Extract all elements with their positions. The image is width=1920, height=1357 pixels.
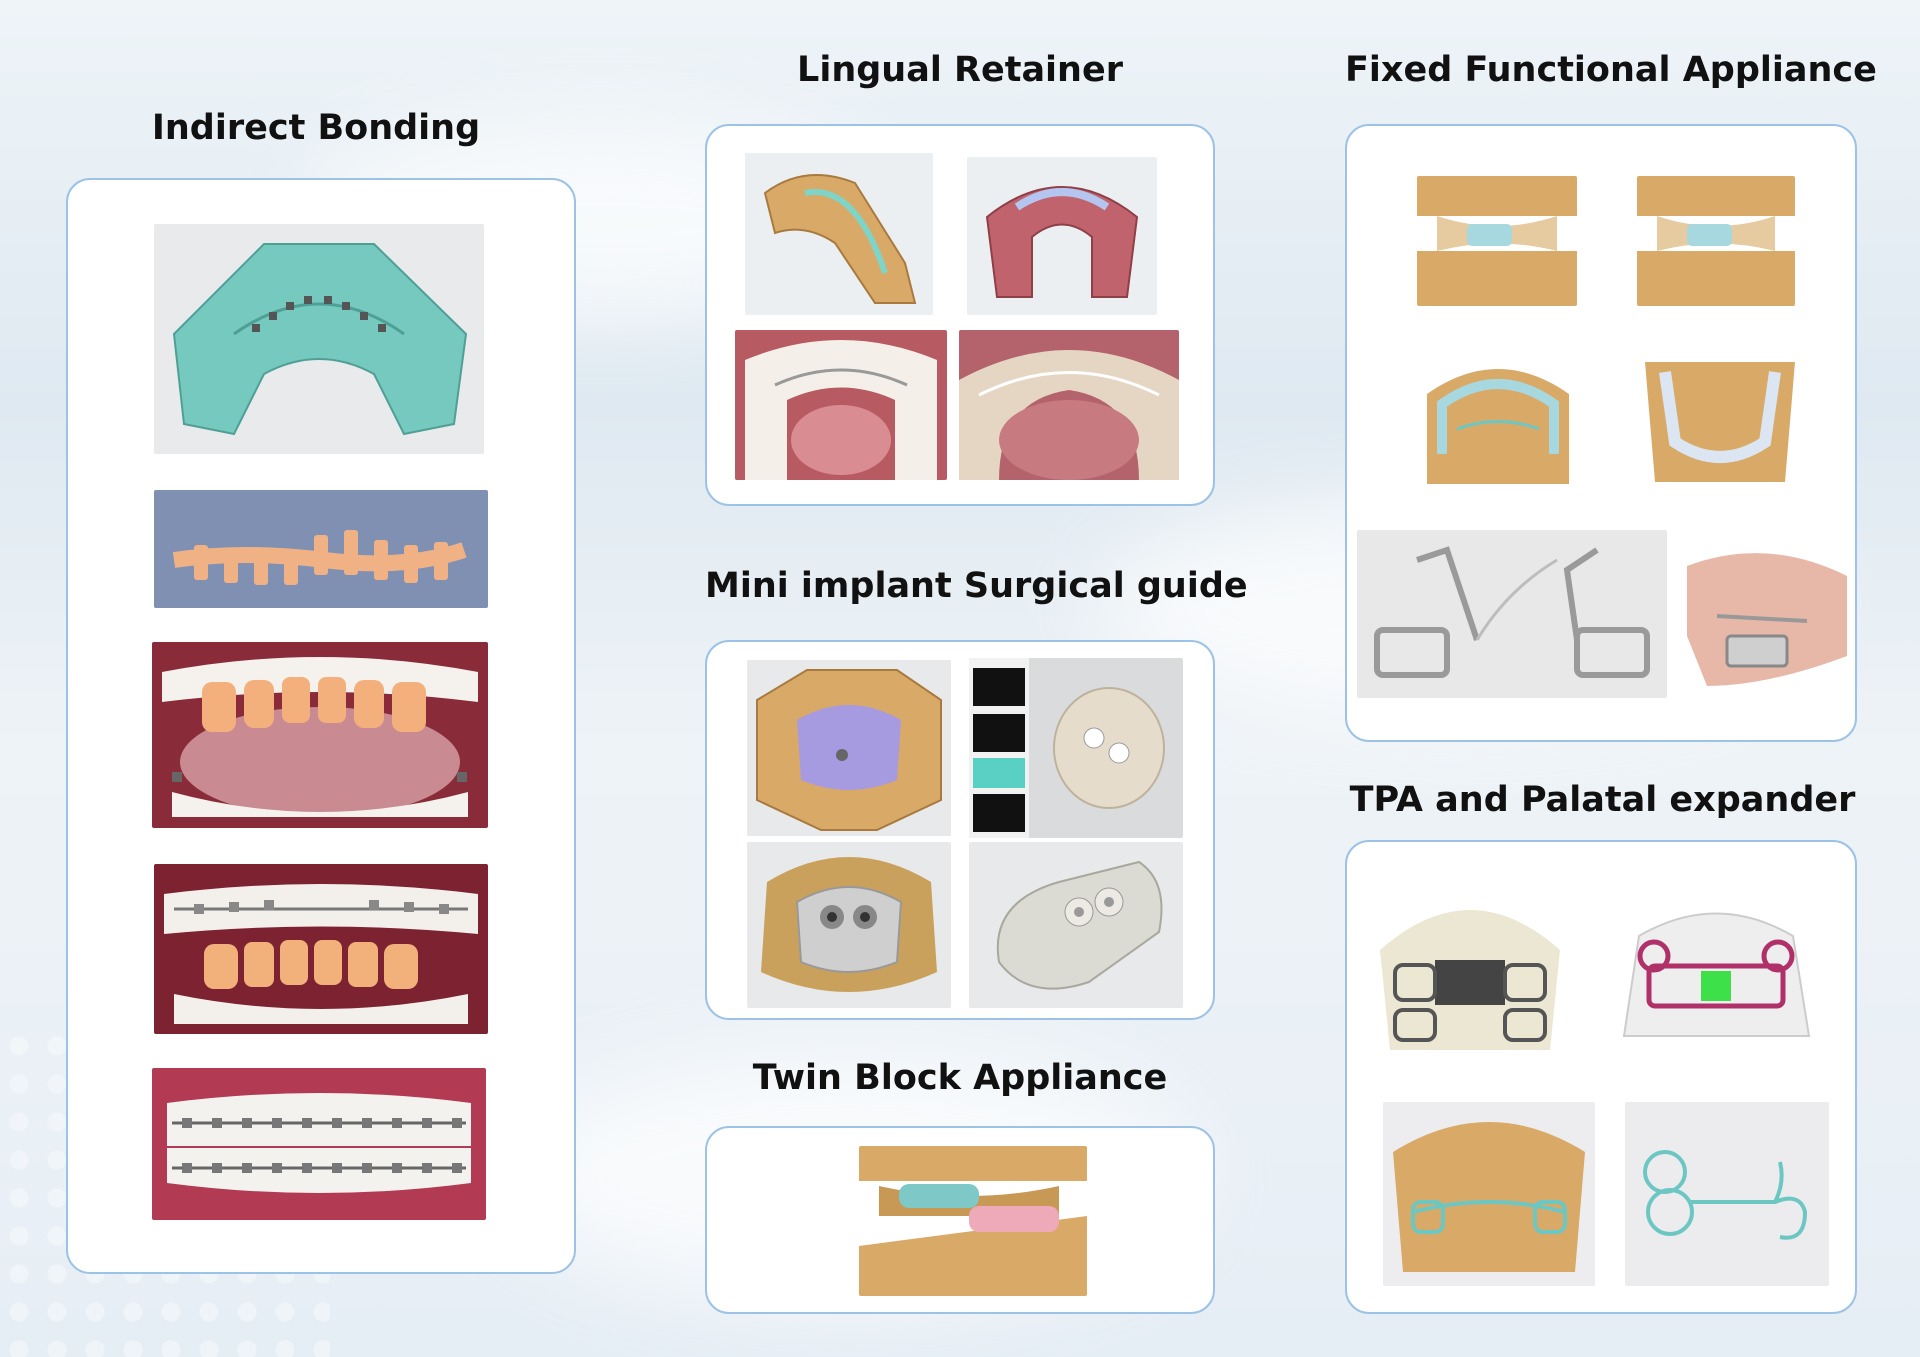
tpa-expander-panel [1345, 840, 1857, 1314]
fixed-functional-panel [1345, 124, 1857, 742]
tpa-wire-design-image [1625, 1102, 1829, 1286]
expander-metal-model-image [1365, 880, 1575, 1060]
full-braces-image [152, 1068, 486, 1220]
twin-block-title: Twin Block Appliance [752, 1058, 1168, 1098]
retainer-model-side-image [745, 153, 933, 315]
guide-software-screen-image [969, 658, 1183, 838]
orange-jigs-image [154, 490, 488, 608]
ffa-model-right-image [1637, 176, 1795, 306]
guide-model-purple-image [747, 660, 951, 836]
tpa-expander-title: TPA and Palatal expander [1349, 780, 1856, 820]
ffa-upper-arch-image [1417, 354, 1579, 488]
tpa-model-image [1383, 1102, 1595, 1286]
ffa-model-left-image [1417, 176, 1577, 306]
guide-3d-gold-image [747, 842, 951, 1008]
intraoral-jig-image [152, 642, 488, 828]
retainer-red-model-image [967, 157, 1157, 315]
retainer-intraoral-image [735, 330, 947, 480]
twin-block-model-image [859, 1146, 1087, 1296]
mini-implant-title: Mini implant Surgical guide [705, 566, 1248, 606]
retainer-palate-image [959, 330, 1179, 480]
teal-bonding-tray-image [154, 224, 484, 454]
ffa-model-metal-image [1677, 536, 1853, 696]
indirect-bonding-panel [66, 178, 576, 1274]
expander-3d-design-image [1609, 896, 1823, 1060]
ffa-lower-arch-image [1635, 352, 1805, 486]
indirect-bonding-title: Indirect Bonding [151, 108, 481, 148]
twin-block-panel [705, 1126, 1215, 1314]
ffa-metal-appliance-image [1357, 530, 1667, 698]
intraoral-braces-jig-image [154, 864, 488, 1034]
lingual-retainer-panel [705, 124, 1215, 506]
guide-3d-white-image [969, 842, 1183, 1008]
fixed-functional-title: Fixed Functional Appliance [1345, 50, 1877, 90]
mini-implant-panel [705, 640, 1215, 1020]
lingual-retainer-title: Lingual Retainer [797, 50, 1123, 90]
